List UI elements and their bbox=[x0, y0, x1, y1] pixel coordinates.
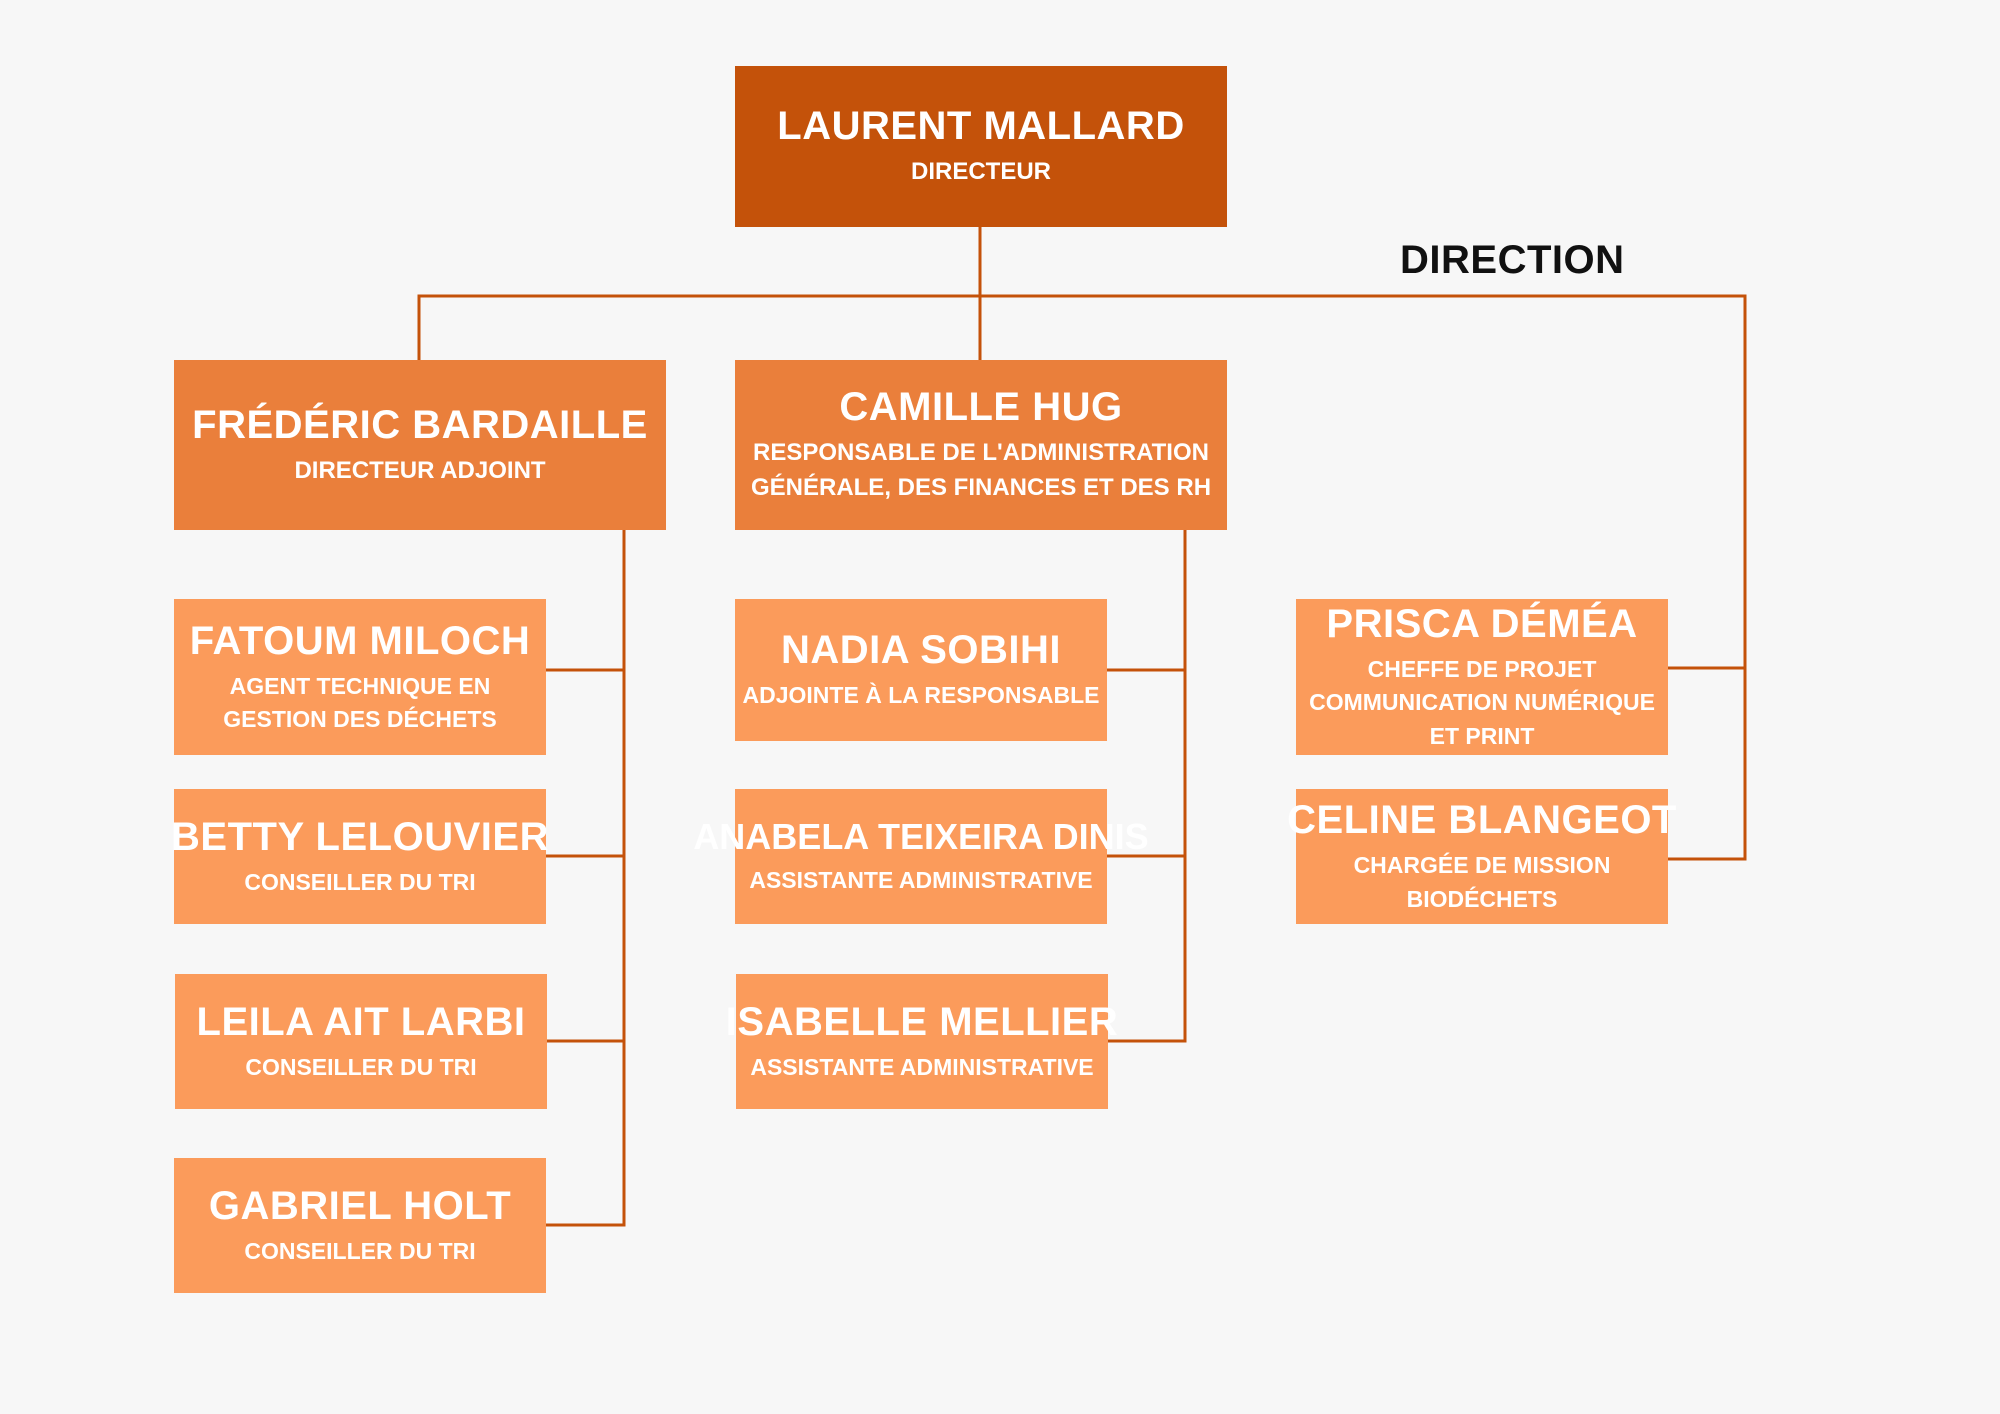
node-role: CONSEILLER DU TRI bbox=[244, 1237, 476, 1264]
node-role: DIRECTEUR bbox=[910, 158, 1051, 186]
node-prisca-demea: PRISCA DÉMÉA CHEFFE DE PROJET COMMUNICAT… bbox=[1296, 599, 1668, 755]
node-name: FATOUM MILOCH bbox=[189, 618, 531, 663]
node-role: RESPONSABLE DE L'ADMINISTRATION GÉNÉRALE… bbox=[750, 439, 1212, 501]
node-name: ISABELLE MELLIER bbox=[725, 999, 1119, 1044]
node-nadia-sobihi: NADIA SOBIHI ADJOINTE À LA RESPONSABLE bbox=[735, 599, 1107, 741]
node-laurent-mallard: LAURENT MALLARD DIRECTEUR bbox=[735, 66, 1227, 227]
node-role: CONSEILLER DU TRI bbox=[244, 868, 476, 895]
node-name: NADIA SOBIHI bbox=[780, 628, 1062, 673]
node-name: PRISCA DÉMÉA bbox=[1326, 601, 1638, 646]
node-celine-blangeot: CELINE BLANGEOT CHARGÉE DE MISSION BIODÉ… bbox=[1287, 789, 1676, 924]
node-gabriel-holt: GABRIEL HOLT CONSEILLER DU TRI bbox=[174, 1158, 546, 1293]
node-camille-hug: CAMILLE HUG RESPONSABLE DE L'ADMINISTRAT… bbox=[735, 360, 1227, 530]
node-frederic-bardaille: FRÉDÉRIC BARDAILLE DIRECTEUR ADJOINT bbox=[174, 360, 666, 530]
node-role: DIRECTEUR ADJOINT bbox=[294, 456, 546, 484]
node-role: CONSEILLER DU TRI bbox=[245, 1053, 477, 1080]
node-anabela-teixeira-dinis: ANABELA TEIXEIRA DINIS ASSISTANTE ADMINI… bbox=[693, 789, 1149, 924]
node-name: GABRIEL HOLT bbox=[208, 1183, 512, 1228]
node-name: FRÉDÉRIC BARDAILLE bbox=[192, 402, 648, 447]
node-name: LAURENT MALLARD bbox=[777, 104, 1185, 149]
node-role: ADJOINTE À LA RESPONSABLE bbox=[742, 682, 1100, 709]
node-betty-lelouvier: BETTY LELOUVIER CONSEILLER DU TRI bbox=[171, 789, 549, 924]
node-role: CHEFFE DE PROJET COMMUNICATION NUMÉRIQUE… bbox=[1309, 655, 1655, 749]
node-role: ASSISTANTE ADMINISTRATIVE bbox=[749, 866, 1093, 893]
direction-label: DIRECTION bbox=[1400, 238, 1625, 282]
node-role: CHARGÉE DE MISSION BIODÉCHETS bbox=[1353, 852, 1611, 912]
node-name: BETTY LELOUVIER bbox=[171, 814, 549, 859]
node-name: CELINE BLANGEOT bbox=[1287, 798, 1677, 843]
node-role: AGENT TECHNIQUE EN GESTION DES DÉCHETS bbox=[223, 672, 497, 732]
node-name: LEILA AIT LARBI bbox=[196, 999, 526, 1044]
node-name: ANABELA TEIXEIRA DINIS bbox=[693, 816, 1149, 858]
node-leila-ait-larbi: LEILA AIT LARBI CONSEILLER DU TRI bbox=[175, 974, 547, 1109]
node-isabelle-mellier: ISABELLE MELLIER ASSISTANTE ADMINISTRATI… bbox=[726, 974, 1118, 1109]
node-role: ASSISTANTE ADMINISTRATIVE bbox=[750, 1053, 1094, 1080]
node-fatoum-miloch: FATOUM MILOCH AGENT TECHNIQUE EN GESTION… bbox=[174, 599, 546, 755]
node-name: CAMILLE HUG bbox=[839, 385, 1123, 430]
